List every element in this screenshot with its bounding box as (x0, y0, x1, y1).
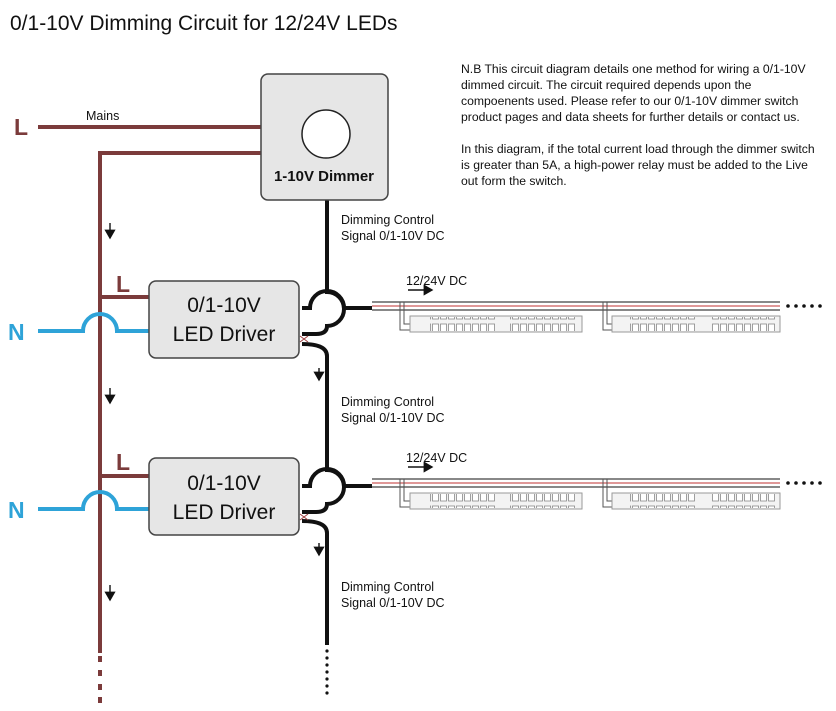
driver-1-label-line1: 0/1-10V (187, 294, 261, 317)
signal-wiring (301, 200, 372, 645)
current-direction-arrows (104, 223, 434, 602)
note-block: N.B This circuit diagram details one met… (461, 61, 821, 205)
dimming-label-3-line1: Dimming Control (341, 580, 434, 594)
driver-output-terminals (299, 335, 309, 521)
signal-wire-3 (301, 519, 329, 645)
driver-2-label-line1: 0/1-10V (187, 472, 261, 495)
dc-output-wire-2 (302, 467, 372, 488)
page-title: 0/1-10V Dimming Circuit for 12/24V LEDs (10, 12, 398, 35)
dc-label-2: 12/24V DC (406, 451, 467, 465)
driver-2-label-line2: LED Driver (173, 501, 276, 524)
dimming-label-1-line2: Signal 0/1-10V DC (341, 229, 445, 243)
dimming-label-3-line2: Signal 0/1-10V DC (341, 596, 445, 610)
driver-1-neutral-wire (38, 312, 150, 333)
dimming-label-1-line1: Dimming Control (341, 213, 434, 227)
led-strip-run-1 (372, 301, 781, 333)
signal-continuation-dots (325, 649, 329, 695)
led-strip-run-2-continuation-dots (786, 481, 822, 485)
mains-label: Mains (86, 109, 119, 123)
dimmer-knob-icon (301, 109, 351, 159)
led-strip-run-2 (372, 478, 781, 510)
led-driver-2: 0/1-10V LED Driver (148, 457, 300, 536)
led-driver-1: 0/1-10V LED Driver (148, 280, 300, 359)
driver-2-neutral-wire (38, 490, 150, 511)
driver-2-neutral-letter: N (8, 497, 25, 523)
dimming-label-2-line1: Dimming Control (341, 395, 434, 409)
driver-1-neutral-letter: N (8, 319, 25, 345)
live-wiring (38, 125, 262, 700)
led-strip-run-1-continuation-dots (786, 304, 822, 308)
mains-live-letter: L (14, 114, 28, 140)
dimmer-label: 1-10V Dimmer (274, 168, 374, 185)
dc-output-wire-1 (302, 289, 372, 310)
live-continuation-dots (98, 656, 102, 703)
signal-wire-1 (302, 200, 346, 336)
driver-1-label-line2: LED Driver (173, 323, 276, 346)
note-paragraph-1: N.B This circuit diagram details one met… (461, 62, 806, 124)
neutral-wiring (38, 312, 150, 511)
dimming-label-2-line2: Signal 0/1-10V DC (341, 411, 445, 425)
driver-1-live-letter: L (116, 271, 130, 297)
dc-label-1: 12/24V DC (406, 274, 467, 288)
note-paragraph-2: In this diagram, if the total current lo… (461, 142, 815, 188)
live-bus-wire (98, 151, 262, 700)
driver-2-live-letter: L (116, 449, 130, 475)
dimmer-switch: 1-10V Dimmer (260, 73, 389, 201)
